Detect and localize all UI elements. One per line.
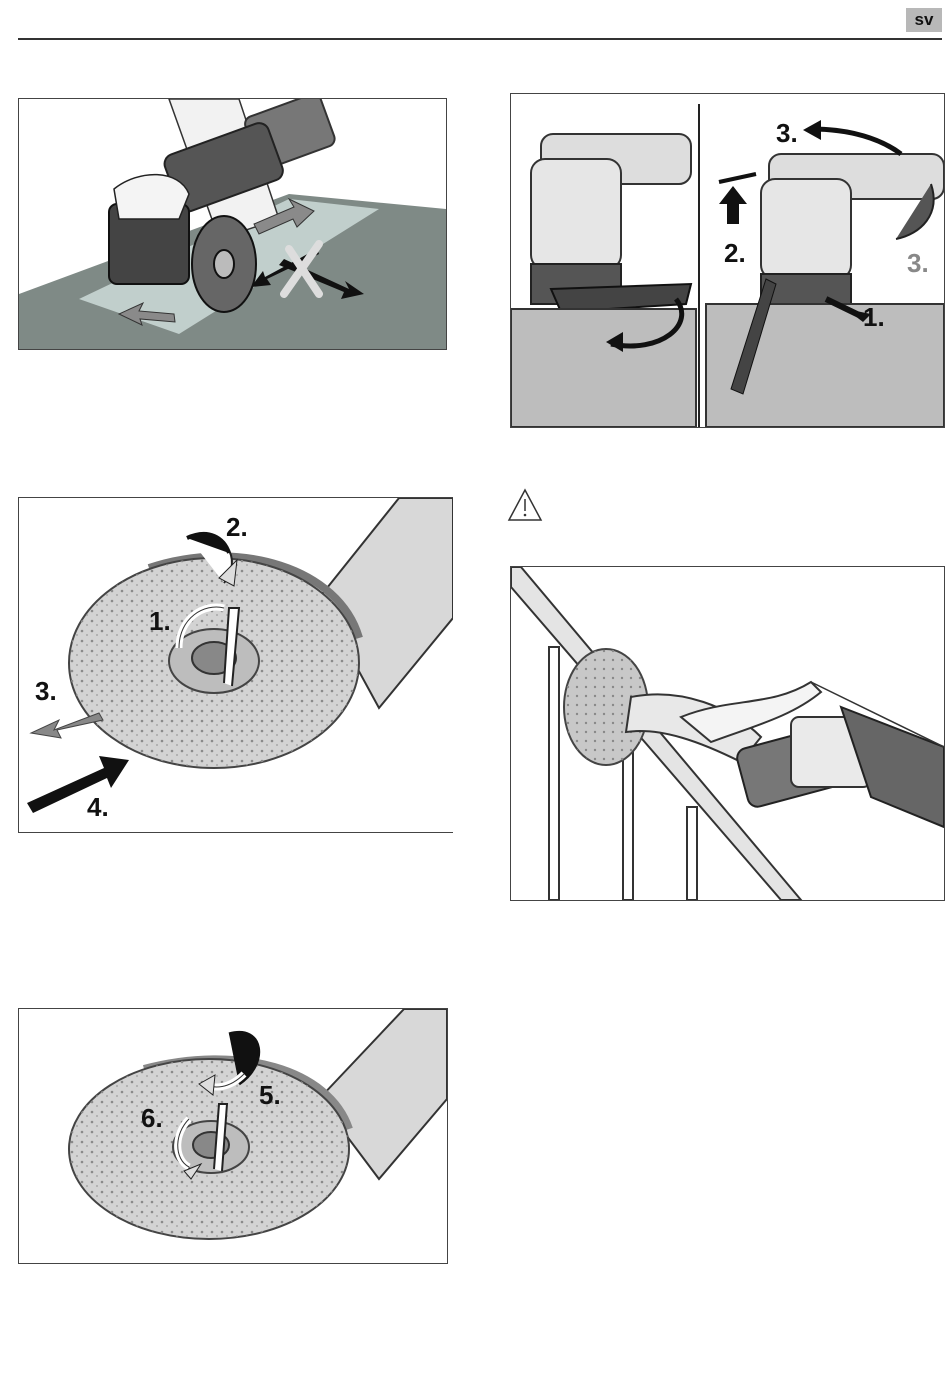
disc-step-4-label: 4. <box>87 792 109 822</box>
figure-lever-adjust: 3. 2. 3. 1. <box>510 93 945 428</box>
figure-railing-sanding <box>510 566 945 901</box>
disc-step-3-label: 3. <box>35 676 57 706</box>
lever-step-2-label: 2. <box>724 238 746 268</box>
disc-step-1-label: 1. <box>149 606 171 636</box>
warning-triangle-icon <box>507 488 543 522</box>
disc-lock-illustration: 5. 6. <box>19 1009 447 1263</box>
language-badge: sv <box>906 8 942 32</box>
lever-step-3b-label: 3. <box>907 248 929 278</box>
lever-adjust-illustration: 3. 2. 3. 1. <box>511 94 944 427</box>
disc-mount-illustration: 2. 1. 3. 4. <box>19 498 453 832</box>
railing-sanding-illustration <box>511 567 944 900</box>
brush-wheel-illustration <box>19 99 446 349</box>
disc-step-2-label: 2. <box>226 512 248 542</box>
lever-step-1-label: 1. <box>863 302 885 332</box>
lock-step-5-label: 5. <box>259 1080 281 1110</box>
lock-step-6-label: 6. <box>141 1103 163 1133</box>
figure-disc-lock: 5. 6. <box>18 1008 448 1264</box>
figure-brush-wheel <box>18 98 447 350</box>
lever-step-3a-label: 3. <box>776 118 798 148</box>
figure-disc-mount: 2. 1. 3. 4. <box>18 497 453 833</box>
header-rule <box>18 38 942 40</box>
